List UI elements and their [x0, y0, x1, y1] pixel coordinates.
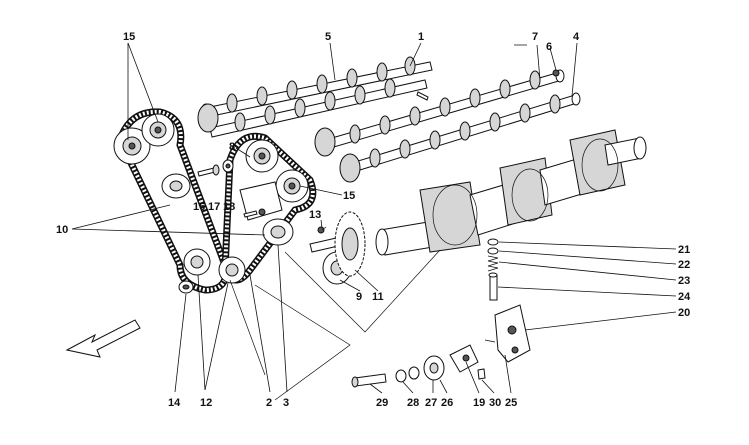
spring-clip-13	[321, 226, 327, 231]
tensioner-bracket-20	[484, 304, 531, 363]
camshaft-group	[197, 56, 581, 183]
label-4: 4	[573, 31, 580, 43]
label-26: 26	[441, 397, 453, 409]
crankshaft	[375, 129, 647, 256]
label-7: 7	[532, 31, 538, 43]
label-9: 9	[356, 291, 362, 303]
construction-lines	[229, 249, 441, 401]
label-15-right: 15	[343, 190, 355, 202]
label-27: 27	[425, 397, 437, 409]
label-22: 22	[678, 259, 690, 271]
label-5: 5	[325, 31, 331, 43]
camshaft-pulley-upper	[141, 113, 175, 147]
tensioner-roller-left	[161, 173, 191, 199]
crank-pulley-right	[218, 256, 246, 284]
idler-small-14	[178, 280, 194, 294]
label-18: 18	[223, 201, 235, 213]
label-1: 1	[418, 31, 424, 43]
label-28: 28	[407, 397, 419, 409]
label-14: 14	[168, 397, 181, 409]
label-16: 16	[193, 201, 205, 213]
label-13: 13	[309, 209, 321, 221]
label-12: 12	[200, 397, 212, 409]
part-labels: 15 5 1 7 6 4 8 15 16 17 18 13 10 9 11 21…	[56, 31, 691, 409]
label-24: 24	[678, 291, 691, 303]
tensioner-bolt-set	[197, 159, 234, 177]
label-17: 17	[208, 201, 220, 213]
tensioner-bracket	[239, 181, 283, 221]
label-25: 25	[505, 397, 517, 409]
camshaft-pulley-right-2	[275, 169, 309, 203]
label-23: 23	[678, 275, 690, 287]
label-19: 19	[473, 397, 485, 409]
label-11: 11	[372, 291, 384, 303]
label-3: 3	[283, 397, 289, 409]
camshaft-pulley-right-1	[245, 139, 279, 173]
tensioner-roller-right	[262, 218, 294, 246]
label-2: 2	[266, 397, 272, 409]
camshaft-1	[209, 78, 428, 138]
label-20: 20	[678, 307, 690, 319]
valve-stack	[487, 238, 499, 301]
front-direction-arrow-icon	[65, 319, 141, 358]
label-15-top: 15	[123, 31, 135, 43]
label-30: 30	[489, 397, 501, 409]
label-8: 8	[229, 141, 235, 153]
label-10: 10	[56, 224, 68, 236]
label-29: 29	[376, 397, 388, 409]
camshaft-pulley-upper-left	[113, 127, 151, 165]
leader-lines	[71, 42, 677, 394]
label-21: 21	[678, 244, 690, 256]
idler-gear-assembly	[309, 211, 366, 285]
crank-pulley-left	[183, 248, 211, 276]
tensioner-lower-assembly	[351, 344, 486, 388]
label-6: 6	[546, 41, 552, 53]
